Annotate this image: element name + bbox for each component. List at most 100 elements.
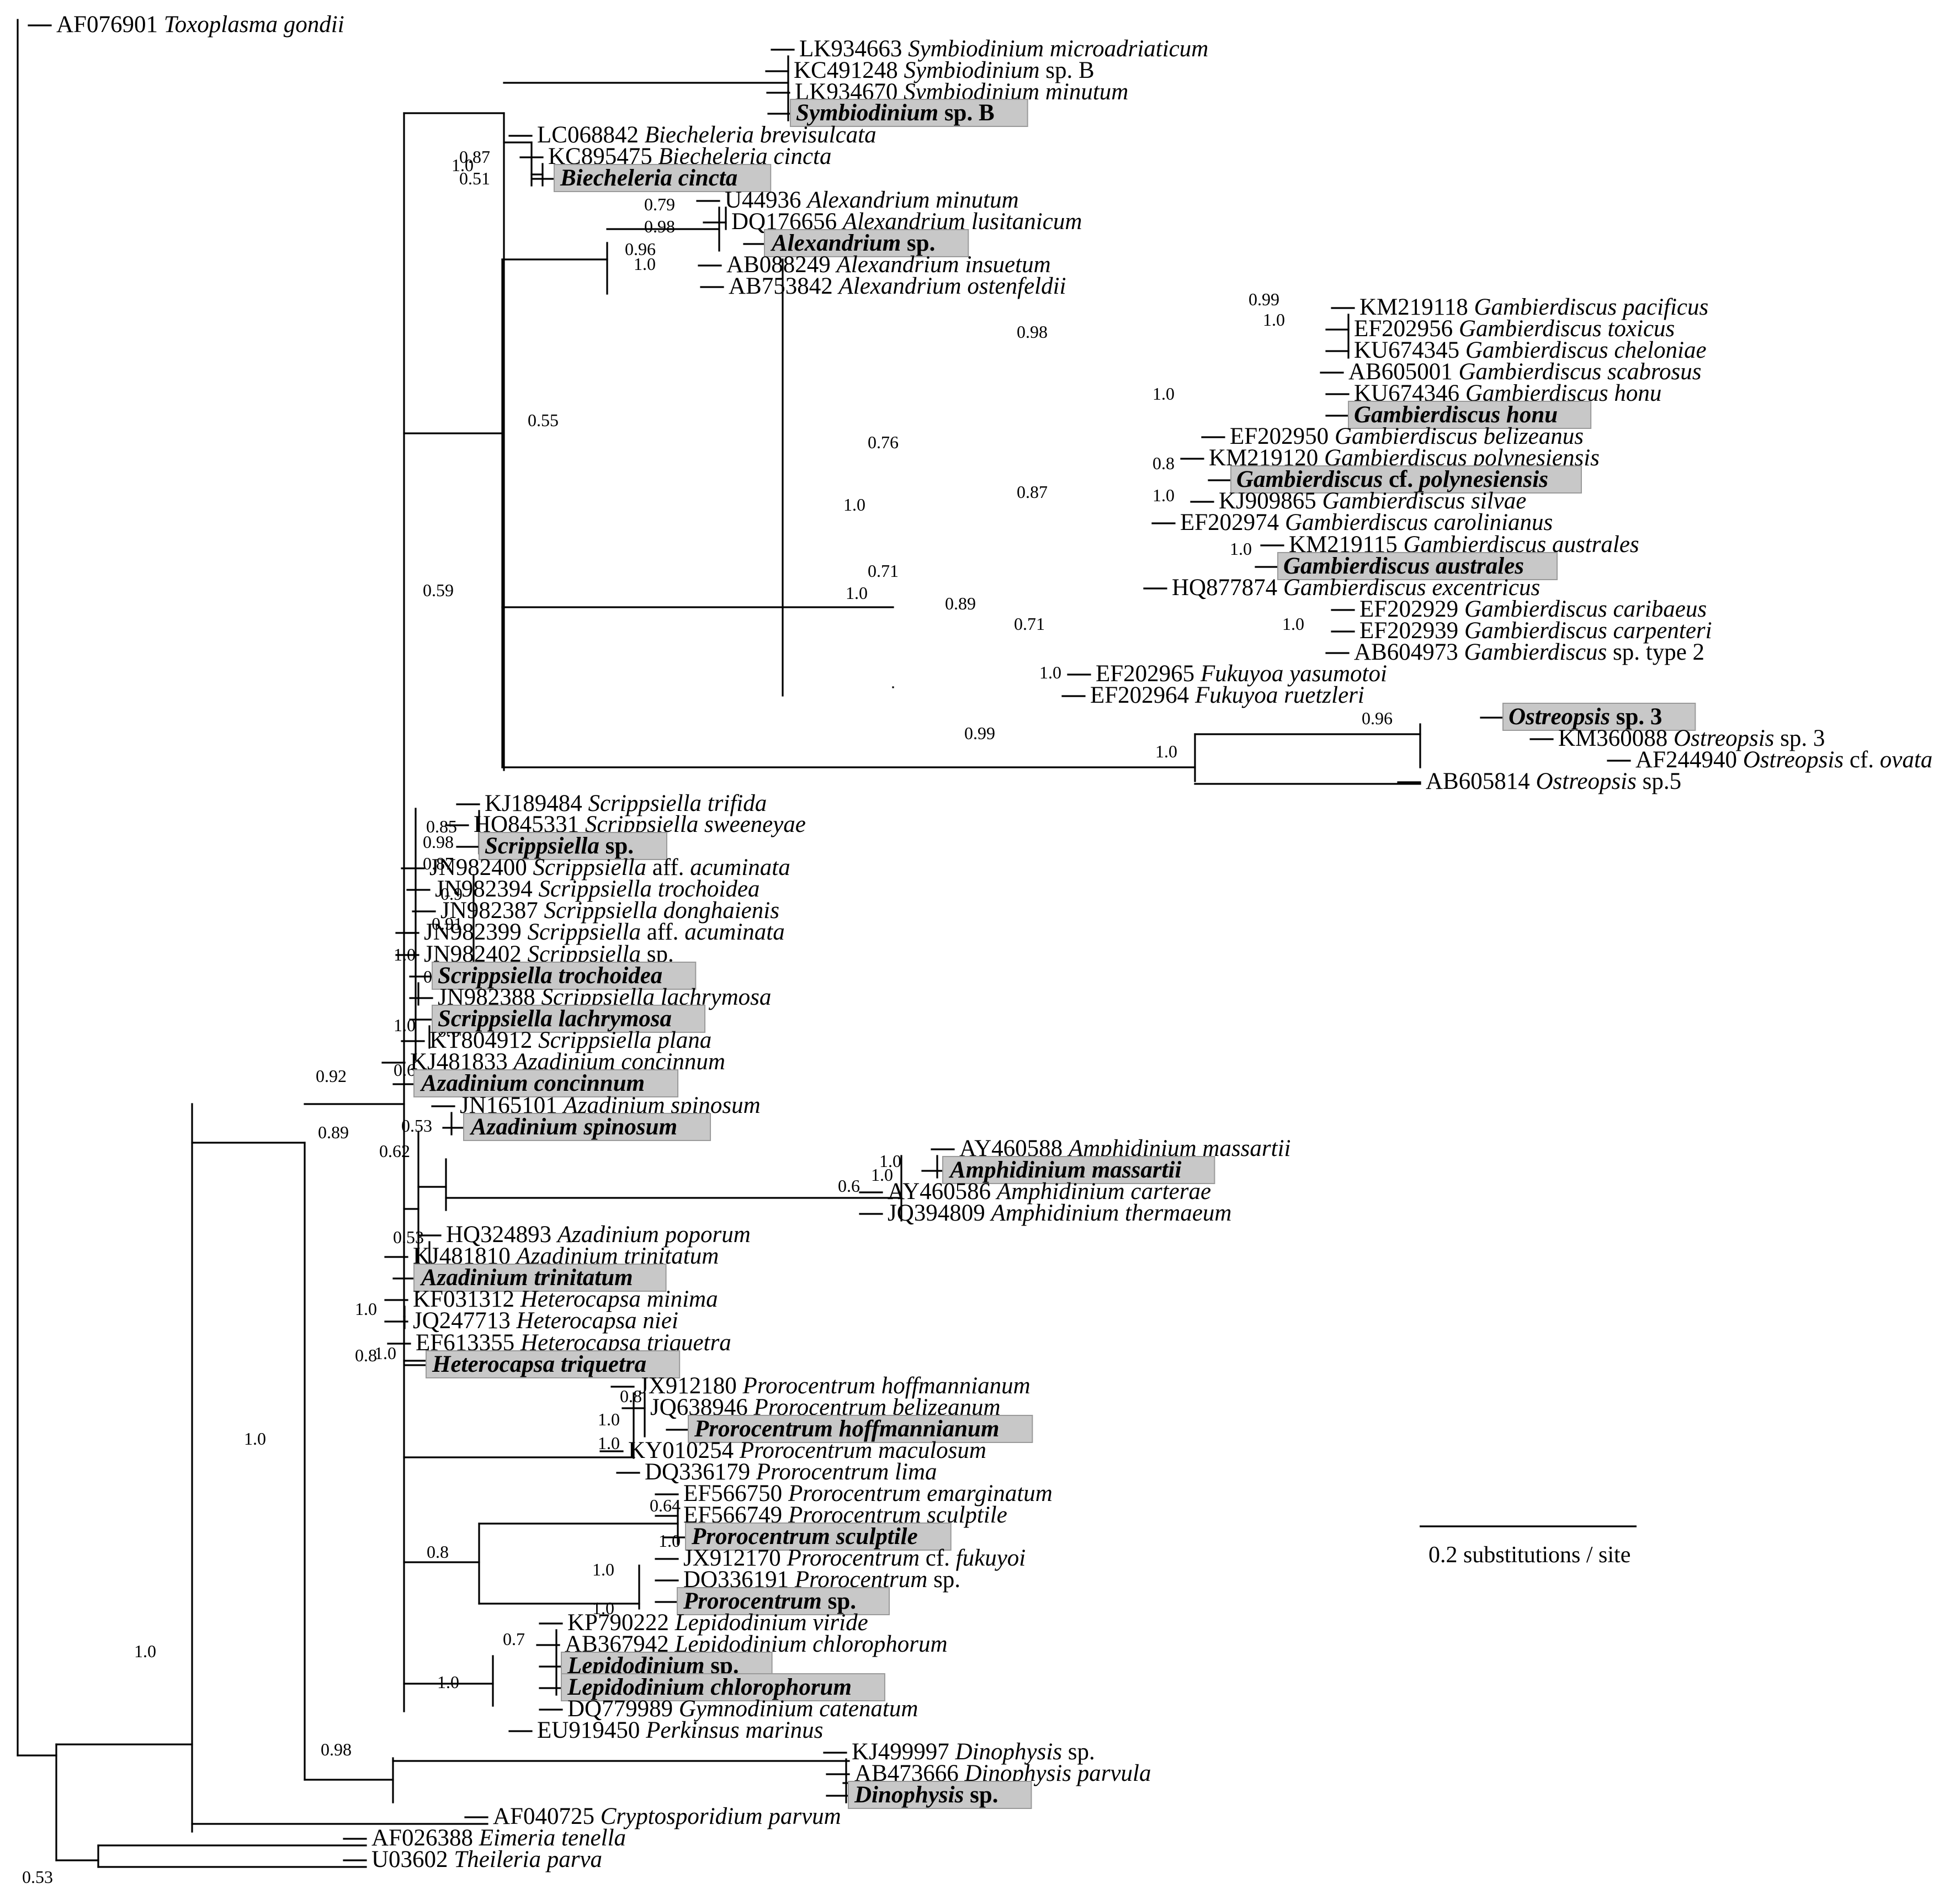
- tip-label: JN982399 Scrippsiella aff. acuminata: [424, 919, 785, 945]
- highlighted-tip-label: Prorocentrum sculptile: [691, 1524, 918, 1550]
- support-value: 1.0: [598, 1409, 620, 1429]
- tip-label: JX912170 Prorocentrum cf. fukuyoi: [683, 1545, 1026, 1571]
- support-value: 0.79: [644, 194, 675, 214]
- highlighted-tip-label: Gambierdiscus australes: [1283, 553, 1524, 579]
- support-value: 1.0: [1282, 614, 1304, 634]
- support-value: 1.0: [1263, 310, 1285, 330]
- support-value: 0.98: [321, 1739, 352, 1759]
- tip-label: LC068842 Biecheleria brevisulcata: [537, 122, 877, 148]
- highlight-box: [554, 164, 772, 192]
- support-value: 0.53: [401, 1116, 432, 1136]
- support-value: 0.89: [318, 1122, 349, 1142]
- support-value: 0.62: [379, 1141, 410, 1161]
- support-value: 0.85: [426, 816, 457, 836]
- highlight-box: [848, 1781, 1032, 1809]
- support-value: 0.53: [22, 1867, 53, 1887]
- support-value: 0.8: [355, 1345, 377, 1365]
- highlighted-tip-label: Lepidodinium chlorophorum: [567, 1674, 852, 1700]
- highlight-box: [1502, 703, 1696, 731]
- tip-label: AB753842 Alexandrium ostenfeldii: [729, 273, 1066, 299]
- tip-label: AF026388 Eimeria tenella: [371, 1825, 626, 1851]
- support-value: 1.0: [394, 1015, 416, 1035]
- scale-bar: 0.2 substitutions / site: [1420, 1525, 1637, 1568]
- highlighted-tip-label: Prorocentrum hoffmannianum: [694, 1416, 999, 1442]
- tip-label: KP790222 Lepidodinium viride: [567, 1610, 868, 1636]
- tip-label: JQ394809 Amphidinium thermaeum: [888, 1200, 1231, 1226]
- tip-label: JN982387 Scrippsiella donghaienis: [440, 898, 779, 924]
- highlight-box: [432, 1005, 706, 1033]
- tip-label: EF202964 Fukuyoa ruetzleri: [1090, 682, 1364, 708]
- support-value: 0.99: [1249, 289, 1279, 309]
- tip-label: EF566750 Prorocentrum emarginatum: [683, 1481, 1053, 1506]
- support-value: 1.0: [846, 583, 868, 603]
- highlight-box: [463, 1113, 711, 1141]
- highlight-box: [677, 1587, 890, 1615]
- tip-label: HQ324893 Azadinium poporum: [446, 1222, 751, 1248]
- highlighted-tip-label: Ostreopsis sp. 3: [1508, 704, 1662, 730]
- highlighted-tip-label: Scrippsiella lachrymosa: [438, 1006, 672, 1032]
- support-value: 0.76: [868, 432, 899, 452]
- tip-label: AF244940 Ostreopsis cf. ovata: [1635, 747, 1932, 773]
- support-value: 1.0: [452, 155, 474, 175]
- tip-label: LK934663 Symbiodinium microadriaticum: [799, 36, 1208, 62]
- highlight-box: [764, 229, 969, 257]
- support-value: 0.96: [1362, 708, 1393, 728]
- tip-label: EF202965 Fukuyoa yasumotoi: [1096, 661, 1387, 687]
- highlight-box: [561, 1673, 885, 1701]
- highlight-box: [688, 1415, 1033, 1443]
- tip-label: KJ909865 Gambierdiscus silvae: [1219, 488, 1526, 514]
- support-value: 1.0: [134, 1641, 156, 1661]
- highlighted-tip-label: Azadinium concinnum: [419, 1070, 645, 1096]
- support-value: 0.98: [644, 216, 675, 236]
- support-value: 0.87: [1017, 482, 1048, 502]
- tip-label: KT804912 Scrippsiella plana: [429, 1027, 711, 1053]
- support-value: 1.0: [592, 1598, 614, 1618]
- tip-label: KY010254 Prorocentrum maculosum: [628, 1437, 986, 1463]
- support-value: 0.8: [620, 1386, 642, 1406]
- support-value: 0.71: [1014, 614, 1045, 634]
- tip-label: EF202956 Gambierdiscus toxicus: [1354, 316, 1675, 342]
- tip-label: HQ877874 Gambierdiscus excentricus: [1172, 575, 1540, 601]
- highlight-box: [790, 99, 1028, 127]
- highlighted-tip-label: Gambierdiscus cf. polynesiensis: [1236, 466, 1548, 492]
- highlighted-tip-label: Scrippsiella trochoidea: [438, 963, 662, 989]
- tip-label: EF202950 Gambierdiscus belizeanus: [1230, 423, 1584, 449]
- tip-label: JQ247713 Heterocapsa niei: [413, 1308, 678, 1334]
- highlight-box: [1277, 552, 1558, 580]
- highlighted-tip-label: Prorocentrum sp.: [683, 1588, 856, 1614]
- tip-label: AB605001 Gambierdiscus scabrosus: [1348, 359, 1701, 385]
- support-value: 0.6: [394, 1060, 416, 1080]
- tip-label: EU919450 Perkinsus marinus: [537, 1717, 823, 1743]
- highlighted-tip-label: Scrippsiella sp.: [485, 833, 634, 859]
- tip-label: AB604973 Gambierdiscus sp. type 2: [1354, 639, 1704, 665]
- tip-label: AF076901 Toxoplasma gondii: [56, 12, 344, 38]
- highlighted-tip-label: Dinophysis sp.: [854, 1782, 998, 1808]
- highlight-box: [426, 1350, 681, 1378]
- highlighted-tip-label: Alexandrium sp.: [770, 230, 935, 256]
- highlighted-tip-label: Gambierdiscus honu: [1354, 402, 1558, 428]
- highlight-box: [432, 962, 697, 990]
- tip-label: KC491248 Symbiodinium sp. B: [794, 57, 1095, 83]
- tree-branches: [17, 19, 1631, 1868]
- support-value: 0.98: [1017, 322, 1048, 342]
- support-value: 1.0: [634, 254, 656, 274]
- support-value: 1.0: [1039, 662, 1061, 682]
- highlight-box: [413, 1264, 667, 1292]
- tip-label: U03602 Theileria parva: [371, 1847, 602, 1872]
- tip-label: AY460586 Amphidinium carterae: [888, 1179, 1211, 1205]
- tip-label: EF202974 Gambierdiscus carolinianus: [1180, 510, 1553, 535]
- tip-label: JN982400 Scrippsiella aff. acuminata: [429, 855, 790, 880]
- highlighted-tip-label: Symbiodinium sp. B: [796, 100, 995, 126]
- tip-label: U44936 Alexandrium minutum: [725, 187, 1019, 213]
- support-value: 1.0: [879, 1151, 901, 1171]
- support-value: 1.0: [244, 1429, 266, 1449]
- support-value: 0.96: [625, 239, 656, 259]
- support-value: 0.8: [1152, 453, 1175, 473]
- highlighted-tip-label: Amphidinium massartii: [948, 1157, 1181, 1183]
- tip-label: JX912180 Prorocentrum hoffmannianum: [639, 1373, 1031, 1399]
- tip-label: KJ499997 Dinophysis sp.: [852, 1739, 1095, 1765]
- highlight-box: [942, 1156, 1215, 1184]
- tip-label: JN982394 Scrippsiella trochoidea: [435, 876, 759, 902]
- support-value: 0.9: [440, 884, 463, 904]
